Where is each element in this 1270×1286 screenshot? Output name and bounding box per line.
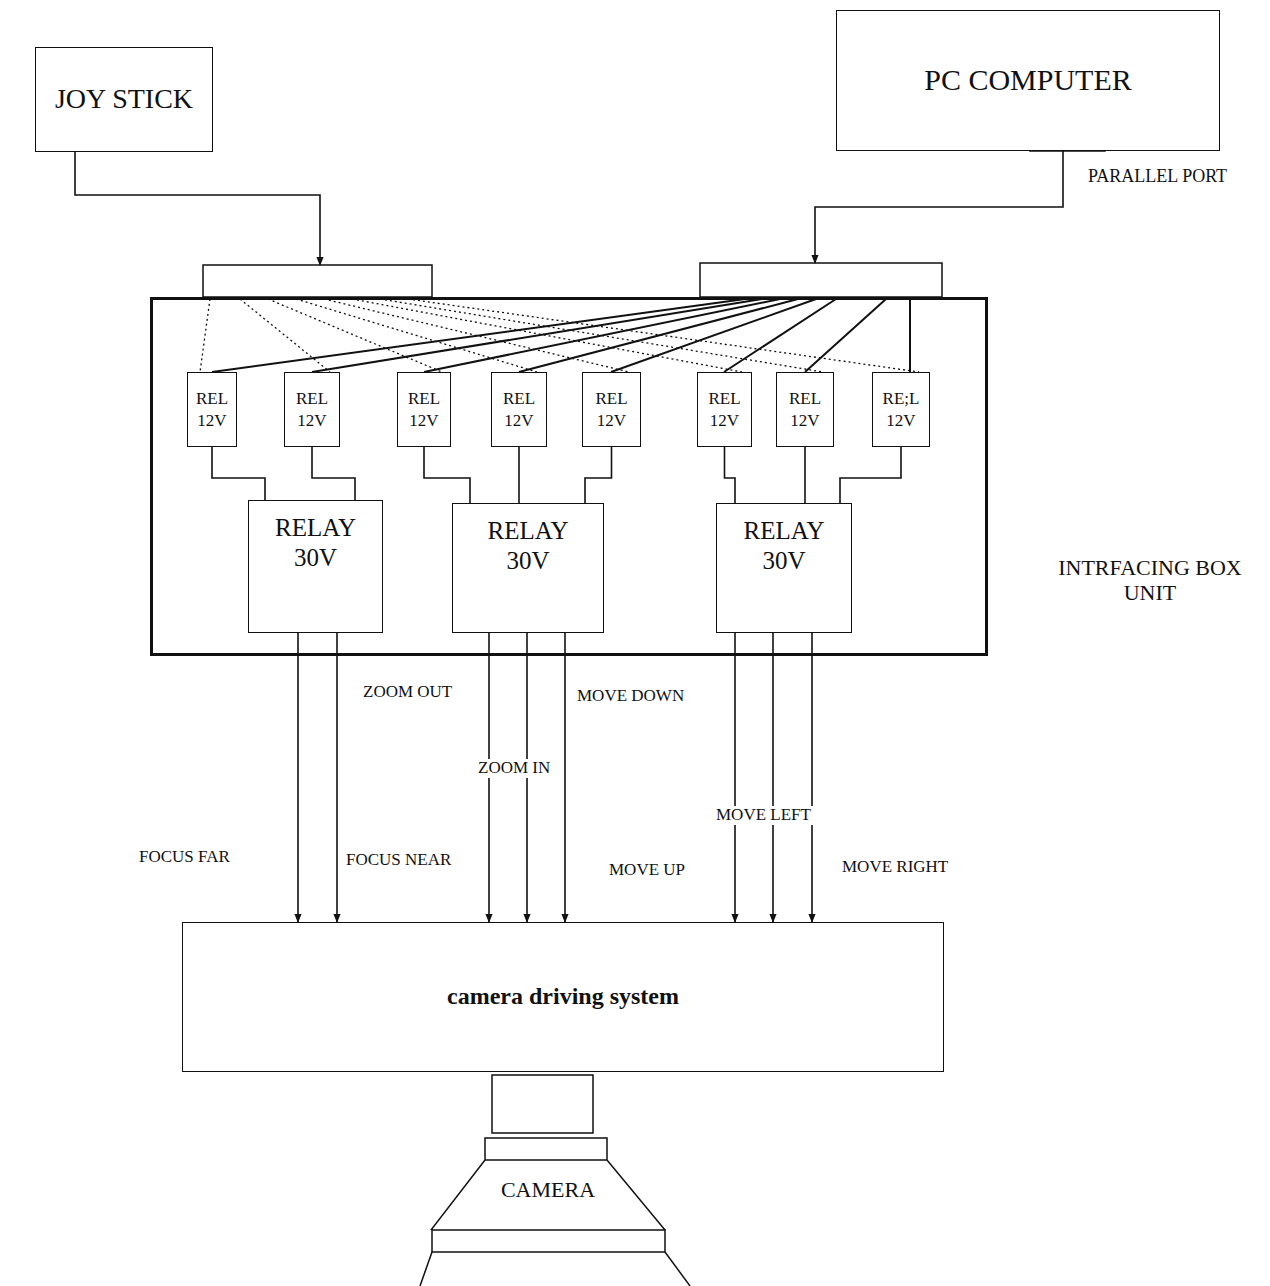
input-device-box: JOY STICK (35, 47, 213, 152)
relay-12v: REL 12V (697, 372, 752, 447)
wire (724, 299, 836, 372)
camera-mount (492, 1075, 593, 1133)
relay-wire (585, 447, 612, 503)
signal-name: MOVE LEFT (714, 806, 813, 825)
camera-mount-plate (485, 1138, 607, 1160)
relay-wire (840, 447, 901, 503)
node-label: REL 12V (780, 388, 830, 431)
dotted-wire (380, 299, 823, 372)
driving-system-box: camera driving system (182, 922, 944, 1072)
relay-12v: REL 12V (491, 372, 547, 447)
relay-30v: RELAY 30V (716, 503, 852, 633)
wire (805, 299, 886, 372)
node-label: REL 12V (401, 388, 447, 431)
pc-wires (212, 299, 910, 372)
control-arrow (564, 633, 566, 922)
signal-name: FOCUS NEAR (344, 851, 453, 870)
signal-name: FOCUS FAR (137, 848, 232, 867)
relay-12v: REL 12V (397, 372, 451, 447)
signal-name: MOVE DOWN (575, 687, 686, 706)
node-label: CAMERA (501, 1177, 595, 1202)
node-label: REL 12V (586, 388, 637, 431)
unit-heading: INTRFACING BOX UNIT (1035, 555, 1265, 606)
node-label: RELAY 30V (734, 516, 834, 576)
signal-name: ZOOM IN (476, 759, 552, 778)
relay-12v: RE;L 12V (872, 372, 930, 447)
connector-group (75, 151, 1063, 922)
relay-12v: REL 12V (284, 372, 340, 447)
node-label: REL 12V (288, 388, 336, 431)
relay-12v: REL 12V (582, 372, 641, 447)
signal-name: MOVE UP (607, 861, 687, 880)
camera-body-edge (420, 1252, 432, 1286)
dotted-wire (352, 299, 742, 372)
control-arrow (734, 633, 736, 922)
control-arrow (811, 633, 813, 922)
relay-wire (424, 447, 470, 503)
relay-wire (518, 447, 520, 503)
node-label: REL 12V (191, 388, 233, 431)
node-label: REL 12V (495, 388, 543, 431)
control-arrow (75, 152, 320, 265)
computer-box: PC COMPUTER (836, 10, 1220, 151)
control-arrow (336, 633, 338, 922)
signal-name: ZOOM OUT (361, 683, 454, 702)
relay-wire (212, 447, 265, 500)
dotted-wire (296, 299, 537, 372)
relay-30v: RELAY 30V (452, 503, 604, 633)
dotted-wire (200, 299, 210, 372)
camera-body-edge (665, 1252, 690, 1286)
node-label: PC COMPUTER (924, 63, 1132, 98)
signal-name: MOVE RIGHT (840, 858, 950, 877)
node-label: camera driving system (447, 983, 679, 1011)
control-arrow (815, 151, 1063, 263)
relay-12v: REL 12V (776, 372, 834, 447)
camera-lens-ring (432, 1230, 665, 1252)
relay-wire (312, 447, 355, 500)
node-label: REL 12V (701, 388, 748, 431)
node-label: RELAY 30V (266, 513, 366, 573)
node-label: RE;L 12V (876, 388, 926, 431)
wire (424, 299, 780, 372)
relay-12v: REL 12V (187, 372, 237, 447)
camera-shape: CAMERA (430, 1160, 666, 1230)
wire (312, 299, 762, 372)
control-arrow (297, 633, 299, 922)
wire (519, 299, 798, 372)
relay-wire (725, 447, 736, 503)
camera-body (431, 1160, 665, 1230)
node-label: JOY STICK (55, 83, 193, 115)
control-arrow (772, 633, 774, 922)
pc-connector (700, 263, 942, 297)
wire (909, 299, 911, 372)
wire (611, 299, 816, 372)
interface-box: INTRFACING BOX UNITREL 12VREL 12VREL 12V… (150, 297, 988, 656)
relay-30v: RELAY 30V (248, 500, 383, 633)
port-label: PARALLEL PORT (1088, 166, 1227, 187)
relay-wire (804, 447, 806, 503)
node-label: RELAY 30V (478, 516, 578, 576)
joystick-connector (203, 265, 432, 297)
joystick-wires (200, 299, 919, 372)
